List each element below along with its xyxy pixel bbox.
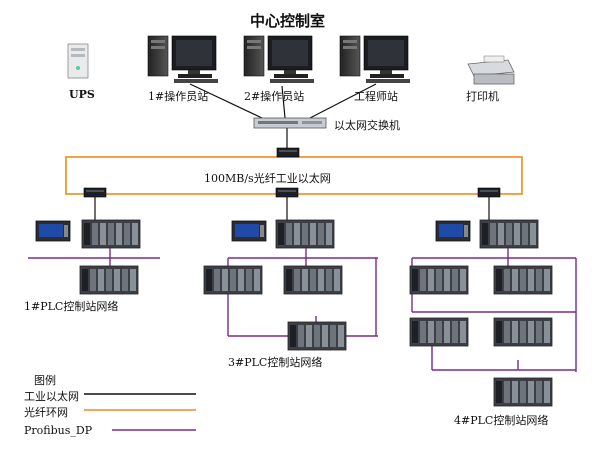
legend-fiber-label: 光纤环网 xyxy=(24,406,68,419)
legend-profibus-label: Profibus_DP xyxy=(24,424,93,437)
ring-node-right xyxy=(477,187,501,198)
engineer-station-computer xyxy=(339,35,411,84)
plc-rack-1-remote xyxy=(79,265,139,295)
legend-ethernet-label: 工业以太网 xyxy=(24,390,79,403)
plc-rack-4-a xyxy=(409,265,469,295)
plc-rack-1-main xyxy=(81,219,141,249)
plc-network-1-label: 1#PLC控制站网络 xyxy=(24,300,119,313)
printer-icon xyxy=(467,55,515,85)
operator-station-2-computer xyxy=(243,35,315,84)
plc-rack-3-main xyxy=(275,219,335,249)
ring-node-middle xyxy=(275,187,299,198)
station-1-label: 1#操作员站 xyxy=(148,90,209,103)
station-2-label: 2#操作员站 xyxy=(244,90,305,103)
ups-label: UPS xyxy=(69,88,95,101)
hmi-panel-4-icon xyxy=(435,220,471,242)
switch-label: 以太网交换机 xyxy=(334,119,400,132)
ups-icon xyxy=(67,43,89,79)
ring-node-top xyxy=(276,147,300,158)
plc-rack-3-c xyxy=(287,321,347,351)
plc-network-3-label: 3#PLC控制站网络 xyxy=(228,356,323,369)
diagram-title: 中心控制室 xyxy=(250,12,326,30)
printer-label: 打印机 xyxy=(466,90,499,103)
plc-rack-4-d xyxy=(493,317,553,347)
plc-network-4-label: 4#PLC控制站网络 xyxy=(454,414,549,427)
plc-rack-4-c xyxy=(409,317,469,347)
hmi-panel-3-icon xyxy=(231,220,267,242)
ring-label: 100MB/s光纤工业以太网 xyxy=(204,172,331,185)
profibus-4 xyxy=(411,248,577,372)
ethernet-drops xyxy=(94,197,490,222)
legend-title: 图例 xyxy=(34,374,56,387)
operator-station-1-computer xyxy=(147,35,219,84)
plc-rack-4-main xyxy=(479,219,539,249)
profibus-1 xyxy=(28,248,160,268)
ethernet-links xyxy=(189,83,377,148)
plc-rack-3-a xyxy=(203,265,263,295)
ethernet-switch-icon xyxy=(253,117,327,129)
engineer-station-label: 工程师站 xyxy=(354,90,398,103)
plc-rack-3-b xyxy=(283,265,343,295)
ring-node-left xyxy=(83,187,107,198)
plc-rack-4-e xyxy=(493,377,553,407)
plc-rack-4-b xyxy=(493,265,553,295)
hmi-panel-1-icon xyxy=(35,220,71,242)
